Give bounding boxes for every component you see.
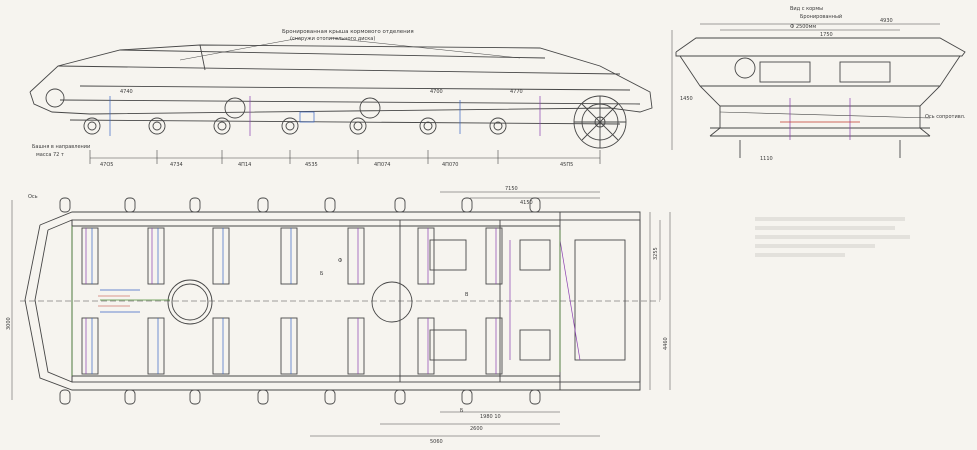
drive-sprocket xyxy=(573,95,627,149)
side-dim-upper-2: 4700 xyxy=(430,89,443,95)
plan-inner-label-3: В xyxy=(465,292,469,298)
side-view-title: Бронированная крыша кормового отделения xyxy=(282,29,414,35)
side-dim-upper-1: 4740 xyxy=(120,89,133,95)
return-roller xyxy=(224,97,246,119)
return-roller xyxy=(359,97,381,119)
section-view-title: Вид с кормы xyxy=(790,6,823,12)
note-line xyxy=(755,253,845,257)
faded-note-block xyxy=(755,212,915,272)
side-dim-upper-3: 4770 xyxy=(510,89,523,95)
side-dim-3: 4П14 xyxy=(238,162,251,168)
plan-dim-side-1: 3255 xyxy=(653,247,659,260)
side-dim-6: 4П070 xyxy=(442,162,458,168)
note-line xyxy=(755,244,875,248)
side-dim-4: 4535 xyxy=(305,162,318,168)
side-dim-1: 47О5 xyxy=(100,162,113,168)
plan-purple-markings xyxy=(85,228,581,374)
plan-inner-label-1: Б xyxy=(320,271,324,277)
note-line xyxy=(755,217,905,221)
road-wheel-pairs xyxy=(81,227,503,375)
section-dim-3: 4930 xyxy=(880,18,893,24)
suspension-brackets-top xyxy=(59,197,541,213)
section-dim-2: 1750 xyxy=(820,32,833,38)
side-view-subtitle: (снаружи отопительного диска) xyxy=(290,36,375,42)
plan-dim-bottom-3: 5060 xyxy=(430,439,443,445)
section-dim-1: Ф 2500мм xyxy=(790,24,816,30)
plan-dim-bottom-2: 2600 xyxy=(470,426,483,432)
plan-corner-label: Ось xyxy=(28,194,38,200)
section-dim-4: 1450 xyxy=(680,96,693,102)
plan-red-markings xyxy=(98,295,130,307)
suspension-brackets-bottom xyxy=(59,389,541,405)
section-side-label: Ось сопротивл. xyxy=(925,114,966,120)
plan-view xyxy=(11,191,671,437)
rear-section-view xyxy=(671,23,966,158)
note-line xyxy=(755,235,910,239)
side-corner-sub: масса 72 т xyxy=(36,152,64,158)
section-label-top: Бронированный xyxy=(800,13,842,20)
turret-ring xyxy=(167,279,213,325)
section-dim-5: 1110 xyxy=(760,156,773,162)
side-purple-markings xyxy=(249,96,541,136)
section-purple-markings xyxy=(789,98,851,140)
plan-dim-bottom-1: 1980 10 xyxy=(480,414,501,420)
side-corner-label: Башня в направлении xyxy=(32,144,90,150)
plan-green-markings xyxy=(71,226,561,376)
idler-wheel xyxy=(45,88,65,108)
plan-dim-side-2: 4460 xyxy=(663,337,669,350)
side-dim-2: 4734 xyxy=(170,162,183,168)
plan-inner-label-2: Ф xyxy=(338,258,343,264)
plan-dim-side-3: 3000 xyxy=(6,317,12,330)
plan-dim-top-2: 4150 xyxy=(520,200,533,206)
road-wheels xyxy=(83,117,507,135)
side-dim-5: 4П074 xyxy=(374,162,390,168)
side-dim-7: 45П5 xyxy=(560,162,573,168)
hull-outline xyxy=(29,44,653,115)
side-elevation-view xyxy=(29,37,653,164)
plan-blue-markings xyxy=(91,228,292,374)
plan-inner-label-4: Б xyxy=(460,408,464,414)
side-blue-markings xyxy=(109,96,461,136)
note-line xyxy=(755,226,895,230)
plan-dim-top-1: 7150 xyxy=(505,186,518,192)
